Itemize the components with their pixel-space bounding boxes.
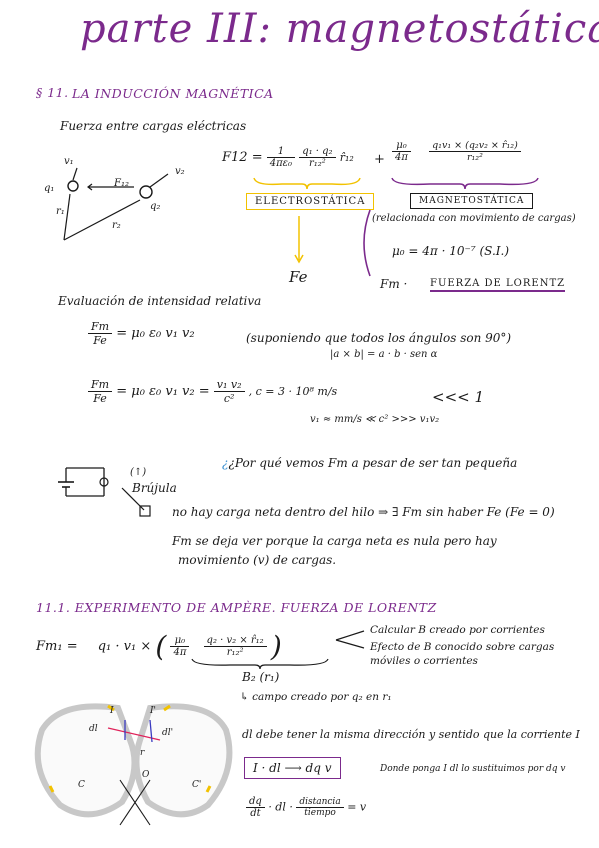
fm1-inner-den: r₁₂² (226, 647, 244, 658)
relacionada-note: (relacionada con movimiento de cargas) (372, 213, 576, 224)
diagram-q1: q₁ (44, 183, 55, 194)
fm-note-1: Fm se deja ver porque la carga neta es n… (172, 534, 497, 548)
brace-magnetostatic (391, 177, 539, 190)
fuerza-label: Fuerza entre cargas eléctricas (60, 119, 247, 133)
calcular-note: Calcular B creado por corrientes (370, 624, 545, 636)
ratio1-num: Fm (88, 320, 113, 334)
r-hat: r̂₁₂ (339, 151, 354, 164)
diagram-v2: v₂ (175, 166, 185, 177)
mag-num: μ₀ (392, 140, 411, 152)
diagram-r2: r₂ (112, 220, 121, 231)
fm-note-2: movimiento (v) de cargas. (178, 553, 337, 567)
fe-label: Fe (289, 268, 308, 286)
diagram-r1: r₁ (56, 206, 65, 217)
ratio2-mid: = μ₀ ε₀ v₁ v₂ = (116, 384, 210, 399)
dq-den: dt (250, 808, 261, 819)
dist-num: distancia (296, 797, 344, 808)
v-num: v₁ v₂ (213, 378, 245, 392)
wire-battery-sketch (58, 467, 151, 517)
efecto-note-2: móviles o corrientes (370, 655, 478, 667)
purple-paren (363, 209, 371, 277)
fm1-lhs: Fm₁ = (36, 639, 78, 654)
b2-label: B₂ (r₁) (242, 670, 280, 684)
plus-sign: + (374, 152, 385, 167)
efecto-note-1: Efecto de B conocido sobre cargas (370, 641, 555, 653)
fig-dl: dl (89, 724, 98, 734)
fm1-mu-den: 4π (173, 647, 187, 658)
dist-den: tiempo (304, 808, 336, 818)
q-num: q₁ · q₂ (299, 146, 336, 158)
cross-note: |a × b| = a · b · sen α (330, 349, 438, 360)
diagram-f12: F₁₂ (114, 178, 129, 189)
diagram-q2: q₂ (150, 201, 161, 212)
evaluacion-heading: Evaluación de intensidad relativa (58, 294, 262, 308)
q-den: r₁₂² (308, 158, 326, 169)
ratio1-den: Fe (93, 334, 107, 347)
elec-num: 1 (266, 146, 296, 158)
fig-dl2: dl' (162, 728, 174, 738)
charge-diagram (63, 167, 169, 241)
ratio1-rhs: = μ₀ ε₀ v₁ v₂ (116, 326, 195, 341)
page-title: parte III: magnetostática (80, 6, 599, 52)
ampere-figure (34, 703, 233, 826)
diagram-v1: v₁ (64, 156, 74, 167)
lorentz-label: FUERZA DE LORENTZ (430, 278, 566, 292)
ratio2-num: Fm (88, 378, 113, 392)
fig-c: C (78, 780, 85, 790)
mag-expr-den: r₁₂² (466, 152, 483, 163)
no-hay-note: no hay carga neta dentro del hilo ⇒ ∃ Fm… (172, 505, 555, 519)
ratio2-den: Fe (93, 392, 107, 405)
dq-num: dq (246, 796, 265, 808)
dl-mid: · dl · (268, 800, 293, 814)
eq-v: = v (347, 800, 367, 814)
arrows-right (335, 630, 365, 649)
question-text: ¿Por qué vemos Fm a pesar de ser tan peq… (228, 456, 518, 470)
fig-o: O (142, 770, 150, 780)
electrostatica-box: ELECTROSTÁTICA (246, 193, 375, 210)
dl-note: dl debe tener la misma dirección y senti… (242, 728, 580, 741)
magnetostatica-box: MAGNETOSTÁTICA (410, 193, 534, 209)
mu0-value: μ₀ = 4π · 10⁻⁷ (S.I.) (392, 244, 510, 258)
suponiendo-note: (suponiendo que todos los ángulos son 90… (246, 331, 512, 345)
fm1-inner-num: q₂ · v₂ × r̂₁₂ (203, 635, 267, 647)
fig-c2: C' (192, 780, 202, 790)
campo-note: ↳ campo creado por q₂ en r₁ (240, 691, 392, 703)
brujula-label: Brújula (132, 481, 177, 495)
mag-den: 4π (395, 152, 408, 163)
mag-expr-num: q₁v₁ × (q₂v₂ × r̂₁₂) (429, 140, 521, 152)
v-den: c² (223, 392, 235, 405)
formula-lhs: F12 = (222, 150, 263, 165)
brace-electrostatic (253, 177, 361, 190)
c-value: , c = 3 · 10⁸ m/s (248, 385, 338, 398)
elec-den: 4πε₀ (269, 158, 293, 169)
fm1-mu-num: μ₀ (170, 635, 190, 647)
fm1-q: q₁ · v₁ × (97, 639, 152, 654)
fig-i2: I' (150, 706, 157, 716)
fig-r: r (140, 748, 145, 758)
fig-i: I (110, 706, 114, 716)
donde-note: Donde ponga I dl lo sustituimos por dq v (380, 764, 566, 774)
section-number: § 11. (36, 85, 69, 100)
compass-icon: (↑) (130, 467, 147, 478)
yellow-arrow (294, 216, 304, 264)
fm-label: Fm · (380, 277, 408, 291)
idl-box: I · dl ⟶ dq v (244, 757, 341, 779)
section2-heading: 11.1. EXPERIMENTO DE AMPÈRE. FUERZA DE L… (36, 600, 437, 615)
section-heading: LA INDUCCIÓN MAGNÉTICA (72, 86, 274, 101)
v-note: v₁ ≈ mm/s ≪ c² >>> v₁v₂ (310, 414, 440, 425)
much-less: <<< 1 (432, 388, 485, 406)
brace-b2 (191, 658, 329, 670)
question-note: ¿¿Por qué vemos Fm a pesar de ser tan pe… (222, 456, 518, 470)
